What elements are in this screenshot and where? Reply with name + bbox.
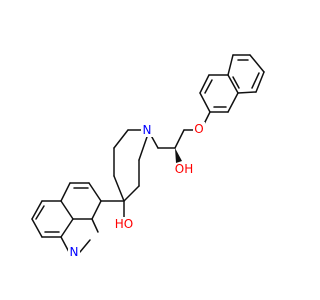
bond (237, 91, 257, 94)
bond (249, 54, 265, 73)
bond (91, 200, 102, 220)
bond (113, 129, 129, 149)
quinoline-group (31, 182, 125, 253)
bond (35, 205, 45, 220)
molecule-structure-diagram: O OH N HO N (31, 54, 265, 259)
piperidine-ring (113, 129, 149, 219)
bond (227, 54, 234, 76)
bond (199, 74, 210, 94)
bond (60, 200, 74, 220)
atom-label-o-ether: O (194, 122, 203, 136)
bond (31, 218, 43, 238)
atom-label-oh: OH (175, 162, 193, 176)
bond (251, 72, 260, 89)
bond (227, 92, 239, 113)
bond (91, 218, 99, 233)
atom-labels: O OH N HO N (68, 122, 205, 259)
atom-label-n-quinoline: N (70, 245, 79, 259)
bond (31, 200, 43, 220)
bond (60, 236, 70, 253)
bond (204, 79, 213, 94)
propanol-chain (147, 111, 211, 163)
atom-label-n-piperidine: N (143, 123, 152, 137)
bond (113, 175, 125, 202)
bond (227, 74, 239, 94)
bond (138, 133, 149, 161)
bond (60, 182, 71, 202)
naphthalene-group (199, 54, 265, 113)
atom-label-ho: HO (115, 217, 133, 231)
bond (79, 239, 91, 253)
bond (123, 185, 140, 202)
stereo-wedge-bond (175, 148, 182, 163)
bond (174, 129, 185, 149)
bond (88, 182, 102, 202)
bond (199, 92, 211, 113)
bond (255, 71, 265, 93)
bond (232, 76, 240, 89)
bond (60, 218, 74, 238)
